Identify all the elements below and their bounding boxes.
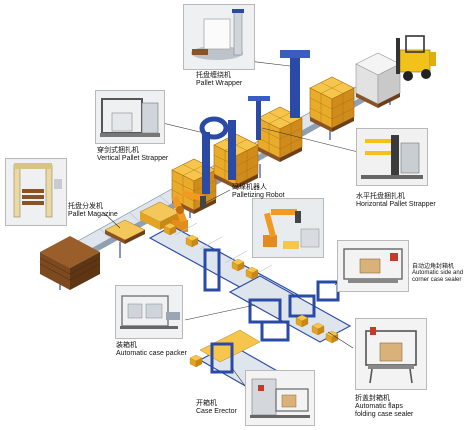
label-case-packer-en: Automatic case packer <box>116 349 187 357</box>
label-pallet-wrapper: 托盘缠绕机 Pallet Wrapper <box>196 71 242 88</box>
vertical-strapper-arch <box>199 116 236 194</box>
corner-sealer-photo <box>337 240 409 292</box>
horizontal-strapper-gate <box>248 96 270 140</box>
label-pallet-wrapper-cn: 托盘缠绕机 <box>196 71 231 79</box>
wrapper-machine-icon <box>184 5 254 69</box>
label-flaps-sealer-en1: Automatic flaps <box>355 402 403 410</box>
label-horizontal-strapper: 水平托盘捆扎机 Horizontal Pallet Strapper <box>356 192 436 209</box>
label-corner-sealer-en1: Automatic side and <box>412 270 464 276</box>
strapper-machine-icon <box>96 91 164 143</box>
label-palletizing-robot: 码垛机器人 Palletizing Robot <box>232 183 285 200</box>
pallet-magazine-photo <box>5 158 67 226</box>
label-flaps-sealer: 折盖封箱机 Automatic flaps folding case seale… <box>355 394 413 420</box>
label-corner-sealer: 自动边角封箱机 Automatic side and corner case s… <box>412 263 463 284</box>
magazine-machine-icon <box>6 159 66 225</box>
label-case-packer: 装箱机 Automatic case packer <box>116 341 187 358</box>
flaps-sealer-photo <box>355 318 427 390</box>
case-packer-photo <box>115 285 183 339</box>
label-horizontal-strapper-en: Horizontal Pallet Strapper <box>356 200 436 208</box>
label-vertical-strapper-cn: 穿剑式捆扎机 <box>97 146 139 154</box>
label-case-erector-en: Case Erector <box>196 407 237 415</box>
horizontal-strapper-photo <box>356 128 428 186</box>
label-pallet-magazine-en: Pallet Magazine <box>68 210 118 218</box>
blue-machine-frames <box>203 248 340 374</box>
label-palletizing-robot-cn: 码垛机器人 <box>232 183 267 191</box>
label-corner-sealer-cn: 自动边角封箱机 <box>412 263 455 270</box>
label-case-erector: 开箱机 Case Erector <box>196 399 237 416</box>
label-case-packer-cn: 装箱机 <box>116 341 137 349</box>
label-case-erector-cn: 开箱机 <box>196 399 217 407</box>
label-pallet-magazine-cn: 托盘分发机 <box>68 202 103 210</box>
label-vertical-strapper: 穿剑式捆扎机 Vertical Pallet Strapper <box>97 146 168 163</box>
label-flaps-sealer-en2: folding case sealer <box>355 411 414 418</box>
label-horizontal-strapper-cn: 水平托盘捆扎机 <box>356 192 405 200</box>
vertical-strapper-photo <box>95 90 165 144</box>
forklift-icon <box>396 35 436 81</box>
label-pallet-wrapper-en: Pallet Wrapper <box>196 79 243 87</box>
label-pallet-magazine: 托盘分发机 Pallet Magazine <box>68 202 118 219</box>
label-vertical-strapper-en: Vertical Pallet Strapper <box>97 154 169 162</box>
pallet-wrapper-photo <box>183 4 255 70</box>
label-palletizing-robot-en: Palletizing Robot <box>232 191 285 199</box>
label-corner-sealer-en2: corner case sealer <box>412 277 462 283</box>
label-flaps-sealer-cn: 折盖封箱机 <box>355 394 390 402</box>
pallet-wrapper-tower <box>280 50 310 118</box>
pallet-magazine-unit <box>39 236 101 290</box>
palletizing-robot-photo <box>252 198 324 258</box>
case-erector-photo <box>245 370 315 426</box>
pallet-on-conveyor <box>104 201 181 244</box>
wrapped-pallet <box>355 52 401 108</box>
pallet-load-4 <box>309 76 355 133</box>
